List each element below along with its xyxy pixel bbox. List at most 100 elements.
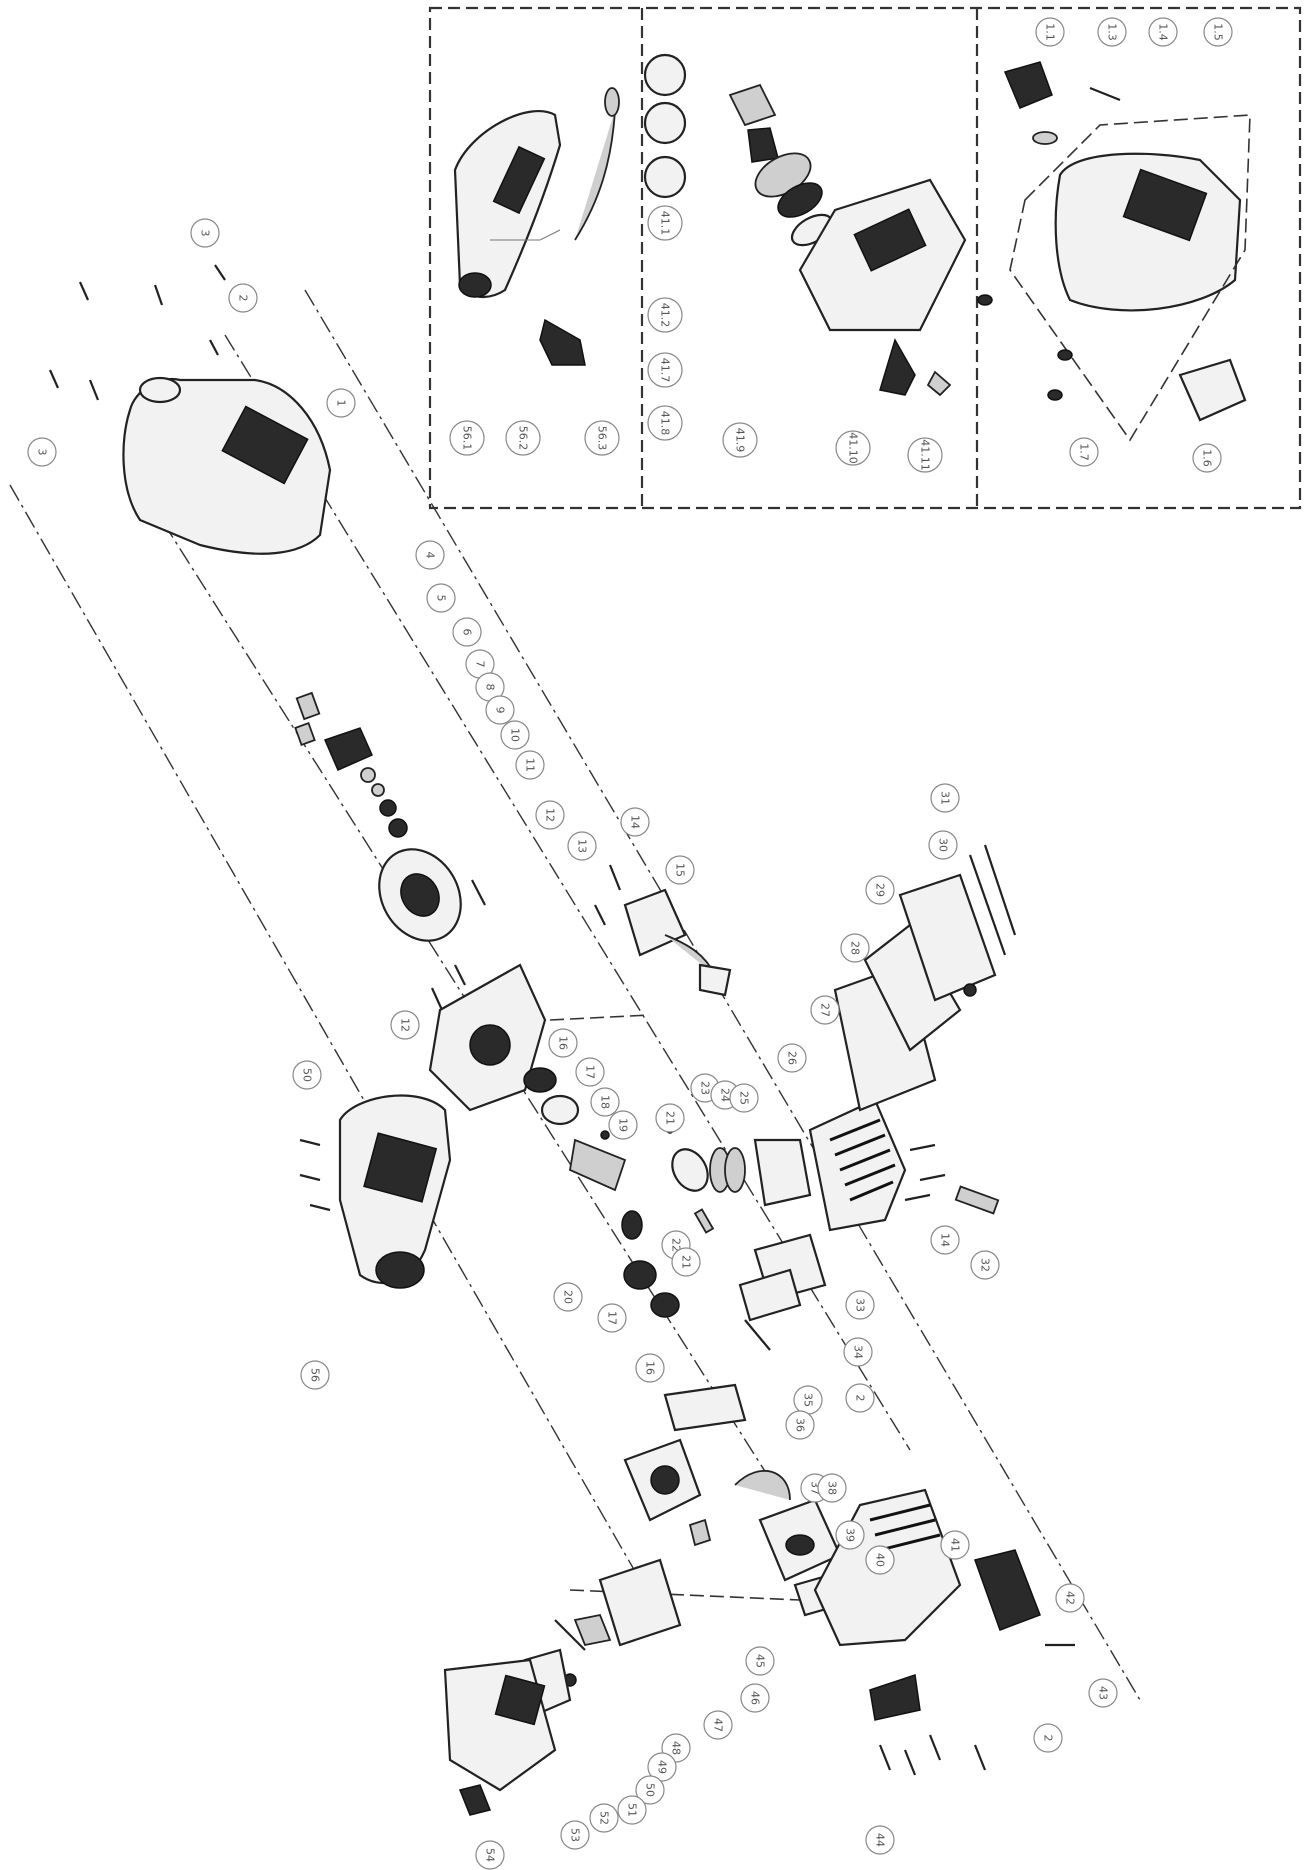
pin-21b: [693, 1208, 715, 1234]
inset-cover-grille-1-5: [1122, 168, 1208, 242]
starter-housing-fins: [869, 1503, 941, 1552]
callout-circle: [292, 1060, 322, 1090]
callout-label: 27: [819, 1003, 832, 1017]
callout-circle: [865, 1825, 895, 1855]
callout-circle: [485, 695, 515, 725]
callout-label: 26: [786, 1051, 799, 1065]
callout-label: 31: [939, 791, 952, 805]
callout-41: 41: [940, 1530, 970, 1560]
flywheel-11-hub: [400, 873, 440, 917]
callout-circle: [27, 437, 57, 467]
inset-fuel-cap: [539, 318, 586, 366]
callout-11a: 11: [515, 750, 545, 780]
callout-31: 31: [930, 783, 960, 813]
screw-3a-1: [214, 264, 226, 281]
callout-label: 10: [509, 728, 522, 742]
callout-label: 45: [754, 1654, 767, 1668]
callout-label: 1.4: [1157, 23, 1170, 41]
key-19: [600, 1130, 610, 1140]
callout-label: 5: [435, 595, 448, 602]
callout-54: 54: [475, 1840, 505, 1870]
callout-label: 18: [599, 1095, 612, 1109]
callout-label: 8: [484, 684, 497, 691]
callout-circle: [553, 1282, 583, 1312]
wire-37: [734, 1469, 791, 1501]
callout-circle: [390, 1010, 420, 1040]
callout-circle: [548, 1028, 578, 1058]
callout-label: 54: [484, 1848, 497, 1862]
callout-circle: [907, 437, 943, 473]
callout-17a: 17: [575, 1057, 605, 1087]
callout-circle: [1088, 1678, 1118, 1708]
callout-42: 42: [1055, 1583, 1085, 1613]
callout-21a: 21: [655, 1103, 685, 1133]
callout-circle: [560, 1820, 590, 1850]
spark-plug-group: [904, 1143, 1000, 1215]
callout-label: 6: [461, 629, 474, 636]
callout-27: 27: [810, 995, 840, 1025]
air-filter-base-47: [598, 1558, 682, 1647]
callout-4: 4: [415, 540, 445, 570]
callout-circle: [817, 1473, 847, 1503]
callout-circle: [647, 405, 683, 441]
gasket-25: [753, 1138, 812, 1207]
callout-circle: [1148, 17, 1178, 47]
callout-circle: [703, 1710, 733, 1740]
nut-9: [379, 799, 397, 817]
callout-26: 26: [777, 1043, 807, 1073]
callout-56-3: 56.3: [584, 420, 620, 456]
callout-circle: [597, 1303, 627, 1333]
muffler-28: [863, 923, 962, 1052]
callout-circle: [647, 1752, 677, 1782]
callout-circle: [928, 830, 958, 860]
callout-12a: 12: [535, 800, 565, 830]
washer-7: [360, 767, 376, 783]
callout-label: 33: [854, 1298, 867, 1312]
crankcase-13-bore: [469, 1024, 511, 1066]
starter-housing: [734, 1469, 1075, 1776]
crankcase-half: [428, 963, 547, 1112]
callout-1-7: 1.7: [1069, 437, 1099, 467]
callout-52: 52: [589, 1803, 619, 1833]
screw-14a-1: [608, 864, 622, 891]
callout-30: 30: [928, 830, 958, 860]
callout-circle: [840, 933, 870, 963]
callout-label: 51: [626, 1803, 639, 1817]
callout-1-5: 1.5: [1203, 17, 1233, 47]
bolt-14b-3: [904, 1193, 931, 1202]
callout-label: 50: [301, 1068, 314, 1082]
ignition-coil: [594, 864, 732, 997]
inset-flywheel-1-6: [1178, 358, 1247, 422]
callout-label: 14: [939, 1233, 952, 1247]
callout-circle: [647, 297, 683, 333]
callout-circle: [300, 1360, 330, 1390]
screw-14a-2: [594, 904, 606, 926]
inset-cap-1-1: [1003, 61, 1053, 109]
inset-engine-cover: [977, 61, 1251, 442]
callout-circle: [449, 420, 485, 456]
callout-circle: [608, 1110, 638, 1140]
callout-43: 43: [1088, 1678, 1118, 1708]
side-cover-42: [974, 1549, 1041, 1631]
callout-51: 51: [617, 1795, 647, 1825]
callout-circle: [835, 1520, 865, 1550]
callout-label: 56: [309, 1368, 322, 1382]
callout-circle: [590, 1087, 620, 1117]
inset-outer-frame: [428, 6, 1302, 510]
callout-circle: [810, 995, 840, 1025]
callout-label: 17: [606, 1311, 619, 1325]
callout-label: 41.7: [659, 358, 672, 383]
callout-label: 16: [644, 1361, 657, 1375]
callout-circle: [1097, 17, 1127, 47]
callout-label: 11: [524, 758, 537, 772]
callout-circle: [515, 750, 545, 780]
callout-circle: [729, 1083, 759, 1113]
screw-12b: [430, 987, 444, 1011]
callout-41-1: 41.1: [647, 205, 683, 241]
callout-17b: 17: [597, 1303, 627, 1333]
callout-50b: 50: [635, 1775, 665, 1805]
cylinder-26: [808, 1098, 907, 1232]
callout-label: 29: [874, 883, 887, 897]
callout-circle: [584, 420, 620, 456]
callout-25: 25: [729, 1083, 759, 1113]
